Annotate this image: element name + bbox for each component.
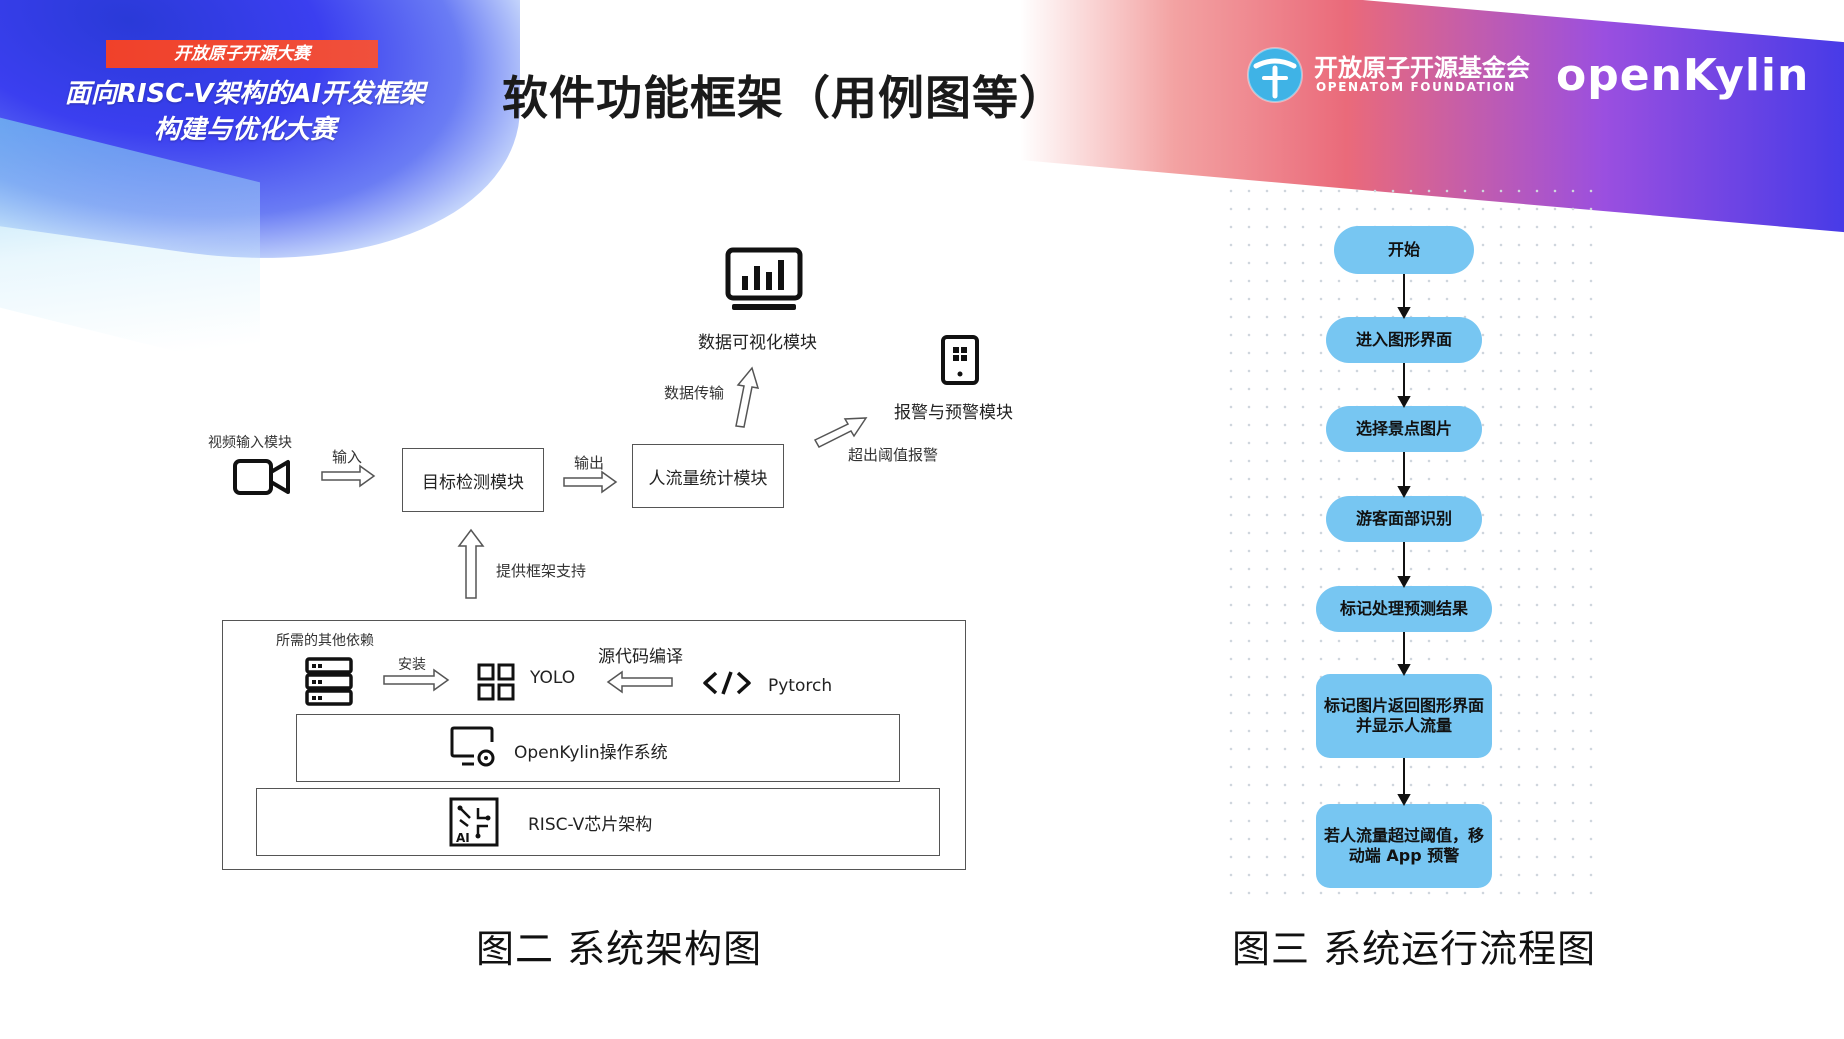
monitor-gear-icon	[450, 726, 495, 767]
compile-label: 源代码编译	[598, 647, 683, 667]
monitor-chart-icon	[725, 247, 803, 310]
dependencies-container	[222, 620, 966, 870]
compile-arrow-icon	[606, 670, 673, 694]
video-input-label: 视频输入模块	[208, 435, 292, 451]
phone-icon	[941, 335, 979, 385]
people-stats-module-box: 人流量统计模块	[632, 444, 784, 508]
pytorch-label: Pytorch	[768, 676, 833, 696]
ai-chip-icon: AI	[449, 797, 499, 847]
people-stats-module-label: 人流量统计模块	[648, 468, 768, 489]
flow-node-enter-gui: 进入图形界面	[1326, 317, 1482, 363]
flow-node-face-recognition: 游客面部识别	[1326, 496, 1482, 542]
data-transfer-arrow-icon	[735, 366, 760, 428]
install-arrow-icon	[383, 668, 450, 692]
flow-node-return-gui: 标记图片返回图形界面并显示人流量	[1316, 674, 1492, 758]
output-arrow-label: 输出	[574, 454, 605, 472]
openkylin-logo: openKylin	[1556, 50, 1810, 101]
os-layer-box	[296, 714, 900, 782]
flow-node-start: 开始	[1334, 226, 1474, 274]
flowchart-canvas	[1222, 182, 1604, 902]
contest-badge: 开放原子开源大赛	[106, 40, 378, 68]
server-icon	[305, 657, 353, 706]
input-arrow-label: 输入	[332, 448, 363, 466]
framework-support-arrow-icon	[457, 528, 485, 599]
openatom-logo-icon	[1247, 47, 1303, 103]
data-transfer-label: 数据传输	[664, 384, 725, 402]
flowchart-caption: 图三 系统运行流程图	[1232, 927, 1597, 971]
alarm-arrow-icon	[813, 417, 868, 448]
visualization-module-label: 数据可视化模块	[698, 333, 817, 353]
slide-title: 软件功能框架（用例图等）	[502, 71, 1066, 125]
openatom-name-cn: 开放原子开源基金会	[1314, 54, 1530, 82]
framework-support-label: 提供框架支持	[496, 562, 587, 580]
flow-node-app-alert: 若人流量超过阈值，移动端 App 预警	[1316, 804, 1492, 888]
openatom-name-en: OPENATOM FOUNDATION	[1316, 80, 1516, 94]
detection-module-label: 目标检测模块	[422, 472, 524, 493]
flow-connectors	[1397, 274, 1411, 807]
code-icon	[703, 671, 751, 695]
threshold-alarm-label: 超出阈值报警	[848, 446, 939, 464]
architecture-caption: 图二 系统架构图	[476, 927, 763, 971]
chip-layer-box	[256, 788, 940, 856]
install-label: 安装	[398, 657, 426, 673]
flow-node-mark-results: 标记处理预测结果	[1316, 586, 1492, 632]
ai-chip-icon-text: AI	[456, 831, 470, 845]
chip-label: RISC-V芯片架构	[528, 815, 653, 835]
grid-icon	[477, 663, 515, 701]
flow-node-select-image: 选择景点图片	[1326, 406, 1482, 452]
yolo-label: YOLO	[530, 668, 576, 688]
input-arrow-icon	[321, 464, 376, 488]
os-label: OpenKylin操作系统	[514, 743, 668, 763]
output-arrow-icon	[563, 470, 618, 494]
contest-title-line1: 面向RISC-V架构的AI开发框架	[64, 79, 426, 109]
dependencies-title: 所需的其他依赖	[276, 633, 374, 649]
detection-module-box: 目标检测模块	[402, 448, 544, 512]
alarm-module-label: 报警与预警模块	[894, 403, 1013, 423]
contest-title-line2: 构建与优化大赛	[153, 115, 336, 145]
contest-title: 面向RISC-V架构的AI开发框架 构建与优化大赛	[40, 76, 450, 148]
camera-icon	[233, 459, 290, 495]
